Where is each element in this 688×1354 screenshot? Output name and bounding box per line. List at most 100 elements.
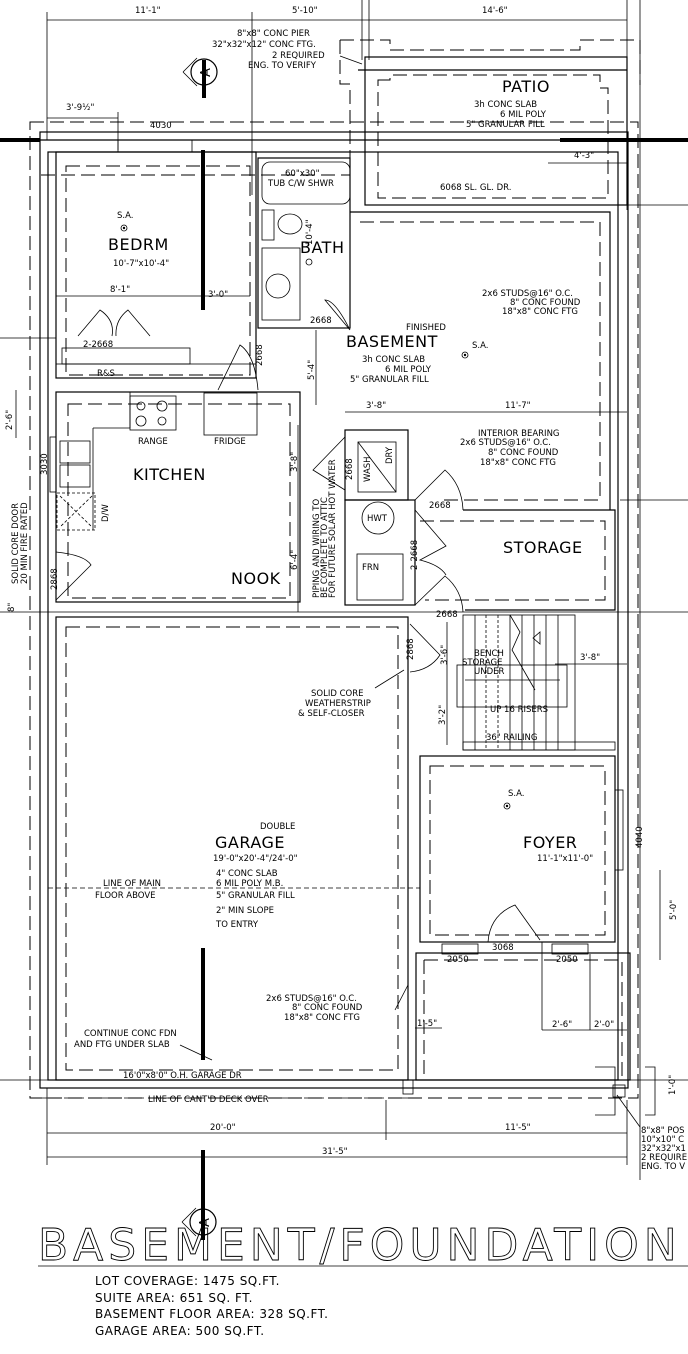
annotation-text: 2668 [436,610,458,620]
annotation-text: S.A. [508,789,524,799]
bath: 60"x30" TUB C/W SHWR BATH 10'-4" 2668 [257,157,351,331]
annotation-text: 5" GRANULAR FILL [350,375,429,385]
annotation-text: 3h CONC SLAB [474,100,537,110]
annotation-text: CONTINUE CONC FDN [84,1029,177,1039]
annotation-text: 31'-5" [322,1147,348,1157]
annotation-text: 2 REQUIRE [641,1153,687,1163]
stairs: 2668 BENCH STORAGE UNDER UP 16 RISERS 36… [406,575,627,751]
annotation-text: 20'-0" [210,1123,236,1133]
annotation-text: 2-2668 [83,340,113,350]
annotation-text: STORAGE [462,658,502,668]
room-label-kitchen: KITCHEN [133,465,206,484]
dim-label: 5'-10" [292,6,318,16]
annotation-text: 3'-8" [366,401,386,411]
annotation-text: 2'-0" [594,1020,614,1030]
annotation-text: UP 16 RISERS [490,705,548,715]
annotation-text: 18"x8" CONC FTG [502,307,578,317]
annotation-text: 3'-2" [438,705,448,725]
annotation-text: 6 MIL POLY M.B. [216,879,283,889]
annotation-text: 8" CONC FOUND [510,298,581,308]
annotation-text: AND FTG UNDER SLAB [74,1040,170,1050]
annotation-text: INTERIOR BEARING [478,429,560,439]
annotation-text: 6 MIL POLY [385,365,432,375]
annotation-text: 36" RAILING [486,733,538,743]
annotation-text: ENG. TO VERIFY [248,61,317,71]
annotation-text: 10'-4" [305,219,315,245]
annotation-text: LINE OF CANT'D DECK OVER [148,1095,269,1105]
annotation-text: 18"x8" CONC FTG [480,458,556,468]
foyer: S.A. FOYER 11'-1"x11'-0" 4040 3068 5'-0" [419,755,679,960]
garage: SOLID CORE WEATHERSTRIP & SELF-CLOSER DO… [40,616,420,1105]
annotation-text: RANGE [138,437,168,447]
annotation-text: 3068 [492,943,514,953]
annotation-text: FINISHED [406,323,446,333]
annotation-text: 6'-4" [290,550,300,570]
kitchen: RANGE FRIDGE D/W KITCHEN NOOK 3030 2868 … [5,390,338,612]
annotation-text: 2668 [255,344,265,366]
annotation-text: & SELF-CLOSER [298,709,365,719]
annotation-text: 2x6 STUDS@16" O.C. [482,289,573,299]
annotation-text: 2050 [447,955,469,965]
annotation-text: 10'-7"x10'-4" [113,259,169,269]
annotation-text: 2050 [556,955,578,965]
room-label-basement: BASEMENT [346,332,438,351]
annotation-text: 60"x30" [285,169,320,179]
annotation-text: 5" GRANULAR FILL [216,891,295,901]
annotation-text: FOR FUTURE SOLAR HOT WATER [328,459,338,598]
annotation-text: S.A. [472,341,488,351]
room-label-patio: PATIO [502,77,550,96]
annotation-text: 2'-6" [5,410,15,430]
annotation-text: FRN [362,563,379,573]
area-line: LOT COVERAGE: 1475 SQ.FT. [95,1274,280,1288]
annotation-text: TO ENTRY [215,920,259,930]
annotation-text: 32"x32"x1 [641,1144,686,1154]
annotation-text: 8" CONC FOUND [488,448,559,458]
top-dimension-line: 11'-1" 5'-10" 14'-6" 3'-9½" [46,0,628,210]
area-line: SUITE AREA: 651 SQ. FT. [95,1291,253,1305]
annotation-text: 2668 [310,316,332,326]
annotation-text: TUB C/W SHWR [267,179,334,189]
room-label-bath: BATH [300,238,344,257]
annotation-text: 8" [7,603,17,612]
annotation-text: 3'-8" [290,452,300,472]
annotation-text: 2668 [429,501,451,511]
annotation-text: 11'-1"x11'-0" [537,854,593,864]
annotation-text: ENG. TO V [641,1162,685,1172]
annotation-text: 5'-4" [307,360,317,380]
bedroom: 4030 S.A. BEDRM 10'-7"x10'-4" 8'-1" 3'-0… [55,121,257,379]
annotation-text: 6068 SL. GL. DR. [440,183,511,193]
dim-label: 3'-9½" [66,103,94,113]
section-marker-bottom: A [181,1150,217,1240]
laundry-mechanical: WASH DRY 2668 HWT FRN 2-2668 [312,429,447,606]
annotation-text: 4040 [635,826,645,848]
annotation-text: SOLID CORE DOOR [11,503,21,584]
room-label-nook: NOOK [231,569,281,588]
annotation-text: 2" MIN SLOPE [216,906,274,916]
porch: 2050 2050 1'-5" 2'-6" 2'-0" 1'-0" 8"x8" … [415,942,687,1172]
annotation-text: R&S [97,369,115,379]
annotation-text: 2668 [345,458,355,480]
annotation-text: 6 MIL POLY [500,110,547,120]
annotation-text: 3'-0" [208,290,228,300]
annotation-text: DRY [385,446,395,464]
annotation-text: 2x6 STUDS@16" O.C. [460,438,551,448]
pier-note: 8"x8" CONC PIER 32"x32"x12" CONC FTG. 2 … [212,29,363,71]
plan-title: BASEMENT/FOUNDATION PLAN [38,1220,688,1271]
section-label: A [199,68,214,77]
annotation-text: 5" GRANULAR FILL [466,120,545,130]
room-label-storage: STORAGE [503,538,583,557]
annotation-text: 8"x8" CONC PIER [237,29,310,39]
annotation-text: 2'-6" [552,1020,572,1030]
room-label-bedroom: BEDRM [108,235,169,254]
annotation-text: 2868 [406,638,416,660]
annotation-text: 16'0"x8'0" O.H. GARAGE DR [123,1071,242,1081]
annotation-text: 2x6 STUDS@16" O.C. [266,994,357,1004]
annotation-text: 11'-5" [505,1123,531,1133]
annotation-text: 5'-0" [669,900,679,920]
annotation-text: FRIDGE [214,437,246,447]
annotation-text: 11'-7" [505,401,531,411]
annotation-text: 8" CONC FOUND [292,1003,363,1013]
annotation-text: 4" CONC SLAB [216,869,278,879]
annotation-text: 4030 [150,121,172,131]
